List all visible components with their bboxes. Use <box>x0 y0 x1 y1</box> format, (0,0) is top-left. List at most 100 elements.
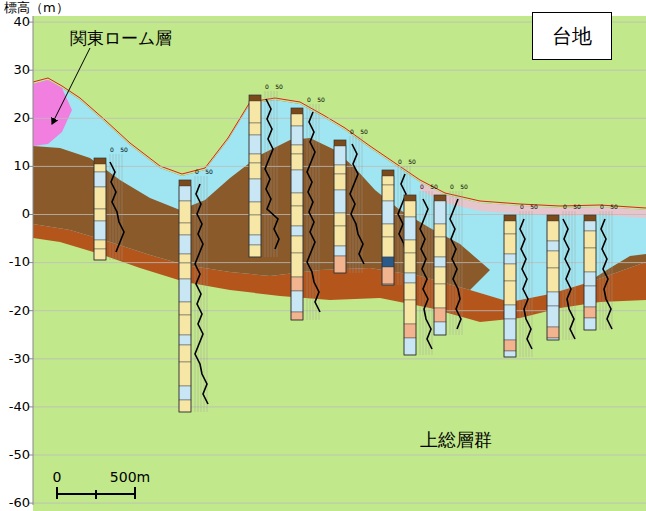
soil-band <box>547 221 559 241</box>
n-value-line <box>420 199 432 349</box>
soil-band <box>94 221 106 240</box>
soil-band <box>547 292 559 306</box>
tick-label: -50 <box>9 448 30 462</box>
soil-band <box>291 277 303 291</box>
soil-band <box>404 240 416 253</box>
soil-band <box>94 209 106 221</box>
soil-band <box>179 400 191 412</box>
soil-band <box>404 201 416 217</box>
soil-band <box>249 135 261 154</box>
grid-line <box>33 455 646 456</box>
soil-band <box>382 176 394 185</box>
topsoil <box>504 215 516 221</box>
scale-label: 500m <box>110 470 150 485</box>
soil-band <box>179 279 191 302</box>
soil-band <box>434 237 446 257</box>
diluvium-layer <box>33 138 490 290</box>
soil-band <box>179 263 191 279</box>
soil-band <box>334 190 346 213</box>
soil-band <box>382 267 394 284</box>
ground-surface <box>33 78 646 208</box>
region-box: 台地 <box>532 12 612 60</box>
boreholes <box>94 91 612 412</box>
n-scale-label: 50 <box>360 129 368 136</box>
tick-label: 20 <box>13 111 30 125</box>
soil-band <box>404 338 416 355</box>
grid-line <box>33 358 646 359</box>
soil-band <box>504 234 516 254</box>
soil-band <box>504 254 516 264</box>
axis-title: 標高（m） <box>4 1 69 15</box>
n-value-scale <box>420 191 421 355</box>
n-value-scale <box>398 166 399 285</box>
scale-bar <box>57 487 135 499</box>
tick-label: -10 <box>9 255 30 269</box>
soil-band <box>291 226 303 236</box>
n-scale-label: 50 <box>610 204 618 211</box>
gravel-layer <box>33 80 646 322</box>
soil-band <box>179 223 191 235</box>
strata <box>33 16 646 511</box>
soil-band <box>504 319 516 340</box>
soil-band <box>94 164 106 172</box>
soil-band <box>249 215 261 235</box>
n-scale-label: 0 <box>350 129 354 136</box>
n-value-scale <box>350 136 351 273</box>
soil-band <box>291 126 303 145</box>
soil-band <box>584 307 596 318</box>
n-scale-label: 50 <box>430 184 438 191</box>
n-value-scale <box>353 136 354 273</box>
tick-label: -20 <box>9 304 30 318</box>
soil-band <box>249 163 261 179</box>
soil-band <box>334 165 346 174</box>
soil-band <box>404 253 416 273</box>
n-value-scale <box>271 91 272 257</box>
soil-band <box>249 154 261 163</box>
n-scale-label: 50 <box>573 204 581 211</box>
soil-band <box>382 257 394 267</box>
soil-band <box>291 312 303 320</box>
n-scale-label: 50 <box>460 184 468 191</box>
topsoil <box>404 195 416 201</box>
soil-band <box>547 327 559 338</box>
soil-band <box>291 291 303 312</box>
grid-line <box>33 503 646 504</box>
topsoil <box>179 180 191 186</box>
kazusa-layer <box>33 16 646 511</box>
n-scale-label: 50 <box>408 159 416 166</box>
soil-band <box>94 240 106 249</box>
soil-band <box>249 101 261 123</box>
soil-band <box>179 254 191 263</box>
scale-label: 0 <box>53 470 62 485</box>
soil-band <box>291 253 303 277</box>
layer-name: 関東ローム層 <box>70 29 172 48</box>
soil-band <box>291 114 303 126</box>
n-value-line <box>350 144 364 264</box>
grid-line <box>33 118 646 119</box>
borehole-column <box>291 108 303 320</box>
soil-band <box>434 322 446 335</box>
tick-label: 0 <box>22 207 30 221</box>
borehole-column <box>334 140 346 273</box>
soil-band <box>249 179 261 202</box>
soil-band <box>334 226 346 246</box>
n-value-scale <box>307 104 308 320</box>
soil-band <box>584 221 596 231</box>
n-scale-label: 50 <box>205 169 213 176</box>
soil-band <box>584 286 596 307</box>
n-value-scale <box>566 211 567 340</box>
borehole-column <box>179 180 191 412</box>
borehole-column <box>504 215 516 357</box>
tick-label: 40 <box>13 15 30 29</box>
topsoil <box>434 195 446 201</box>
tick-label: -30 <box>9 352 30 366</box>
soil-band <box>334 246 346 256</box>
soil-band <box>434 201 446 224</box>
topsoil <box>584 215 596 221</box>
soil-band <box>179 345 191 362</box>
topsoil <box>249 95 261 101</box>
soil-band <box>404 273 416 283</box>
n-value-line <box>110 162 124 252</box>
